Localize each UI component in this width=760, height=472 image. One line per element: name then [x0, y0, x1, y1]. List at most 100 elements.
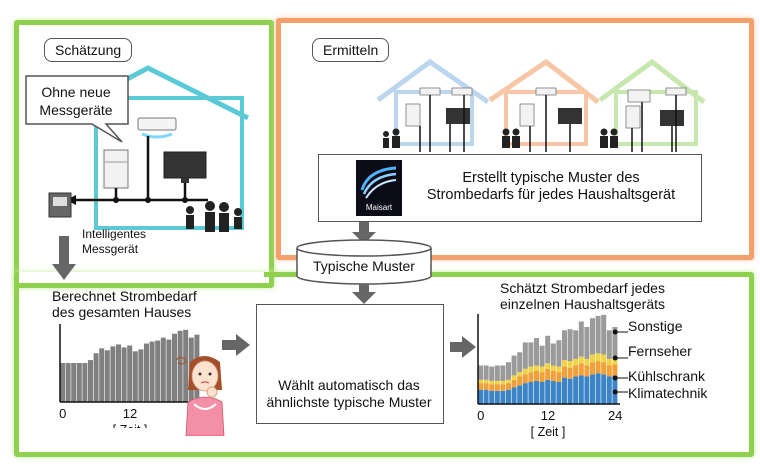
other-bar-segment: [517, 352, 523, 373]
tv-bar-segment: [567, 361, 573, 368]
total-demand-bar: [166, 339, 172, 402]
ac-bar-segment: [478, 389, 483, 404]
ac-bar-segment: [528, 382, 534, 404]
ac-bar-segment: [500, 390, 506, 404]
ac-bar-segment: [567, 378, 573, 404]
tv-bar-segment: [545, 363, 551, 369]
fridge-bar-segment: [522, 374, 528, 384]
database-icon: [296, 239, 432, 285]
ac-bar-segment: [562, 377, 567, 404]
ac-bar-segment: [494, 390, 500, 404]
fridge-bar-segment: [489, 384, 495, 391]
tv-bar-segment: [590, 354, 595, 363]
tv-bar-segment: [489, 380, 495, 385]
select-pattern-text-line2: ähnlichste typische Muster: [266, 394, 432, 410]
tv-bar-segment: [506, 379, 511, 384]
other-bar-segment: [500, 365, 506, 381]
ac-bar-segment: [522, 383, 528, 404]
other-bar-segment: [539, 345, 545, 367]
total-demand-bar: [144, 343, 149, 402]
right-chart-xlabel: [ Zeit ]: [531, 425, 566, 439]
house-tvs: [446, 108, 684, 126]
total-demand-bar: [127, 345, 133, 402]
left-chart-tick-label: 12: [123, 406, 137, 421]
other-bar-segment: [556, 340, 562, 367]
total-demand-bar: [110, 346, 116, 402]
tv-icon: [163, 151, 207, 183]
other-bar-segment: [506, 362, 511, 380]
tv-bar-segment: [522, 368, 528, 375]
right-chart-title-line1: Schätzt Strombedarf jedes: [500, 280, 665, 296]
fridge-bar-segment: [612, 364, 618, 376]
fridge-bar-segment: [550, 371, 556, 381]
total-demand-bar: [138, 349, 144, 402]
total-demand-bar: [121, 347, 127, 402]
ac-bar-segment: [573, 376, 579, 404]
right-chart-tick-label: 24: [608, 408, 622, 423]
tv-bar-segment: [500, 380, 506, 385]
tv-bar-segment: [494, 380, 500, 385]
down-arrow-to-center: [352, 284, 376, 304]
total-demand-bar: [82, 363, 88, 402]
select-pattern-box: [256, 304, 444, 424]
fridge-bar-segment: [539, 372, 545, 382]
total-demand-bar: [71, 363, 77, 402]
fridge-bar-segment: [517, 376, 523, 386]
total-demand-bar: [183, 329, 189, 402]
select-pattern-text-line1: Wählt automatisch das: [278, 377, 420, 393]
determine-tag: Ermitteln: [312, 38, 390, 62]
tv-bar-segment: [573, 358, 579, 366]
house-wall: [94, 96, 244, 230]
create-patterns-text-line1: Erstellt typische Muster des: [462, 170, 640, 186]
down-arrow-left: [52, 236, 76, 280]
other-bar-segment: [545, 335, 551, 364]
legend-ac: Klimatechnik: [628, 385, 708, 401]
fridge-bar-segment: [578, 363, 584, 376]
tv-bar-segment: [478, 379, 483, 384]
other-bar-segment: [494, 365, 500, 381]
ac-bar-segment: [578, 375, 584, 404]
tv-bar-segment: [517, 372, 523, 377]
fridge-icon: [103, 149, 129, 189]
tv-bar-segment: [511, 375, 517, 380]
tv-bar-segment: [601, 354, 607, 363]
fridge-bar-segment: [483, 383, 489, 390]
other-bar-segment: [601, 314, 607, 355]
ac-bar-segment: [595, 373, 601, 404]
legend-other: Sonstige: [628, 318, 683, 334]
ac-bar-segment: [489, 390, 495, 404]
down-arrow-to-db: [352, 222, 376, 244]
other-bar-segment: [528, 342, 534, 367]
ac-bar-segment: [517, 385, 523, 404]
tv-bar-segment: [595, 353, 601, 362]
total-demand-bar: [104, 350, 110, 402]
fridge-bar-segment: [528, 372, 534, 382]
tv-bar-segment: [562, 360, 567, 367]
other-bar-segment: [612, 327, 618, 358]
fridge-bar-segment: [584, 365, 590, 377]
database-label: Typische Muster: [313, 258, 415, 274]
tv-bar-segment: [483, 379, 489, 384]
callout-text-line1: Ohne neue: [41, 84, 111, 100]
fridge-bar-segment: [573, 365, 579, 377]
total-demand-bar: [172, 333, 177, 402]
fridge-bar-segment: [601, 362, 607, 375]
ac-bar-segment: [483, 389, 489, 404]
callout-shape: [25, 75, 129, 143]
tv-bar-segment: [534, 365, 539, 371]
ac-bar-segment: [539, 382, 545, 404]
air-conditioner-icon: [137, 117, 177, 139]
other-bar-segment: [522, 342, 528, 369]
estimation-tag: Schätzung: [44, 38, 133, 62]
house-families: [383, 128, 618, 148]
tv-bar-segment: [528, 366, 534, 373]
other-bar-segment: [511, 355, 517, 376]
ac-bar-segment: [590, 374, 595, 404]
left-chart-title-line2: des gesamten Hauses: [52, 304, 192, 320]
fridge-bar-segment: [595, 361, 601, 374]
ac-bar-segment: [606, 376, 612, 404]
callout-text-line2: Messgeräte: [39, 102, 113, 118]
tv-bar-segment: [578, 356, 584, 364]
ac-bar-segment: [601, 374, 607, 404]
fridge-bar-segment: [556, 372, 562, 382]
